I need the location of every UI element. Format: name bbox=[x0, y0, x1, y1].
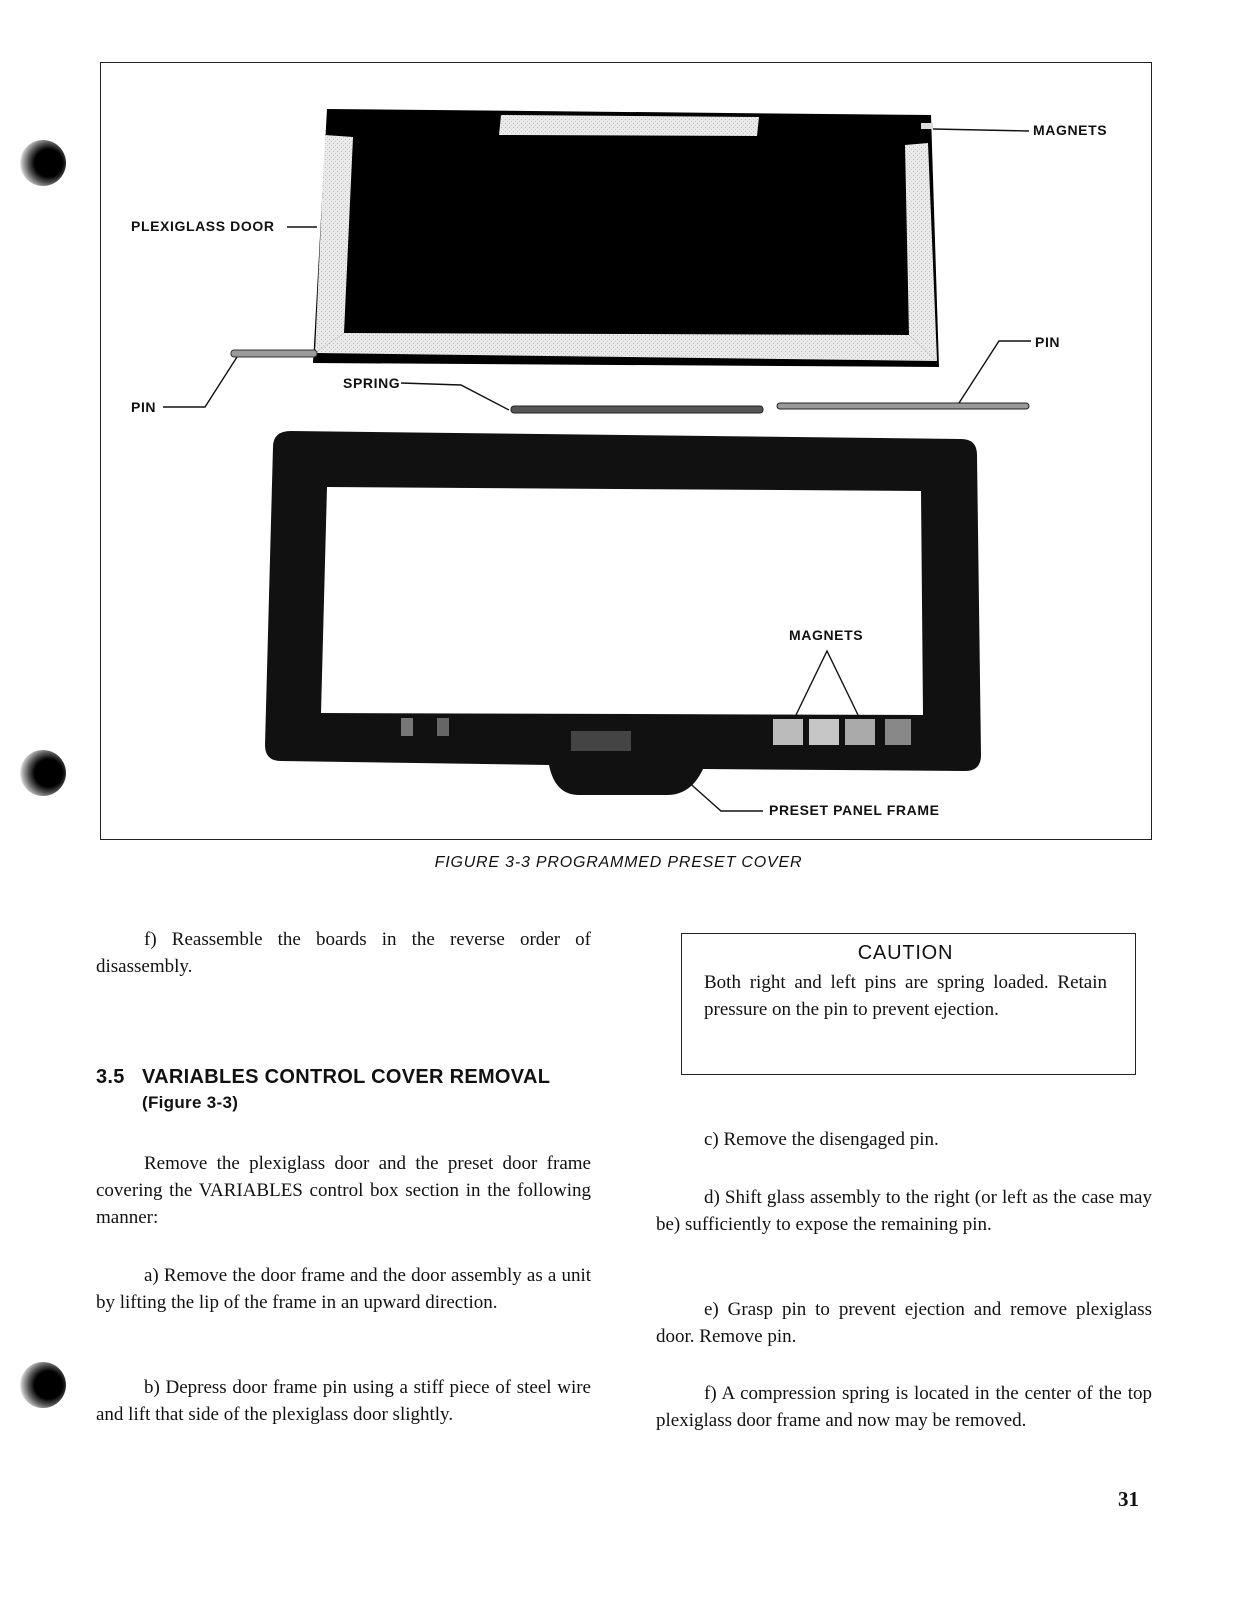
label-magnets-top: MAGNETS bbox=[1033, 122, 1108, 138]
figure-3-3: MAGNETS PLEXIGLASS DOOR PIN SPRING PIN M… bbox=[100, 62, 1152, 840]
left-step-f: f) Reassemble the boards in the reverse … bbox=[96, 926, 591, 980]
section-number: 3.5 bbox=[96, 1066, 125, 1088]
label-pin-right: PIN bbox=[1035, 334, 1061, 350]
label-magnets-bottom: MAGNETS bbox=[789, 627, 864, 643]
magnet-top-mark bbox=[921, 123, 933, 129]
paragraph-step-b: b) Depress door frame pin using a stiff … bbox=[96, 1377, 591, 1425]
right-step-c: c) Remove the disengaged pin. bbox=[656, 1126, 1152, 1153]
paragraph-step-f: f) A compression spring is located in th… bbox=[656, 1383, 1152, 1431]
right-step-e: e) Grasp pin to prevent ejection and rem… bbox=[656, 1296, 1152, 1350]
label-spring: SPRING bbox=[343, 375, 401, 391]
left-step-b: b) Depress door frame pin using a stiff … bbox=[96, 1374, 591, 1428]
right-step-f: f) A compression spring is located in th… bbox=[656, 1380, 1152, 1434]
pin-left bbox=[230, 349, 318, 358]
caution-title: CAUTION bbox=[857, 942, 954, 964]
pin-right bbox=[776, 402, 1030, 410]
page-number: 31 bbox=[1118, 1487, 1139, 1511]
paragraph-intro: Remove the plexiglass door and the prese… bbox=[96, 1153, 591, 1228]
label-preset-panel-frame: PRESET PANEL FRAME bbox=[769, 802, 940, 818]
binder-hole-middle bbox=[20, 750, 66, 796]
left-intro: Remove the plexiglass door and the prese… bbox=[96, 1150, 591, 1231]
paragraph-step-d: d) Shift glass assembly to the right (or… bbox=[656, 1187, 1152, 1235]
label-pin-left: PIN bbox=[131, 399, 157, 415]
paragraph-reassemble: f) Reassemble the boards in the reverse … bbox=[96, 929, 591, 977]
right-step-d: d) Shift glass assembly to the right (or… bbox=[656, 1184, 1152, 1238]
left-step-a: a) Remove the door frame and the door as… bbox=[96, 1262, 591, 1316]
caution-box: CAUTION Both right and left pins are spr… bbox=[681, 933, 1136, 1075]
section-figure-ref: (Figure 3-3) bbox=[142, 1093, 239, 1112]
spring bbox=[510, 405, 764, 414]
binder-hole-bottom bbox=[20, 1362, 66, 1408]
preset-panel-frame bbox=[265, 431, 981, 795]
section-heading: 3.5 VARIABLES CONTROL COVER REMOVAL (Figu… bbox=[96, 1064, 591, 1116]
plexiglass-door bbox=[313, 109, 939, 367]
figure-caption: FIGURE 3-3 PROGRAMMED PRESET COVER bbox=[434, 854, 803, 871]
binder-hole-top bbox=[20, 140, 66, 186]
paragraph-step-c: c) Remove the disengaged pin. bbox=[704, 1129, 939, 1150]
figure-illustration bbox=[163, 109, 1031, 812]
label-plexiglass-door: PLEXIGLASS DOOR bbox=[131, 218, 275, 234]
section-title: VARIABLES CONTROL COVER REMOVAL bbox=[142, 1066, 551, 1088]
leader-lines bbox=[163, 128, 1031, 812]
caution-body: Both right and left pins are spring load… bbox=[704, 972, 1107, 1020]
paragraph-step-a: a) Remove the door frame and the door as… bbox=[96, 1265, 591, 1313]
paragraph-step-e: e) Grasp pin to prevent ejection and rem… bbox=[656, 1299, 1152, 1347]
